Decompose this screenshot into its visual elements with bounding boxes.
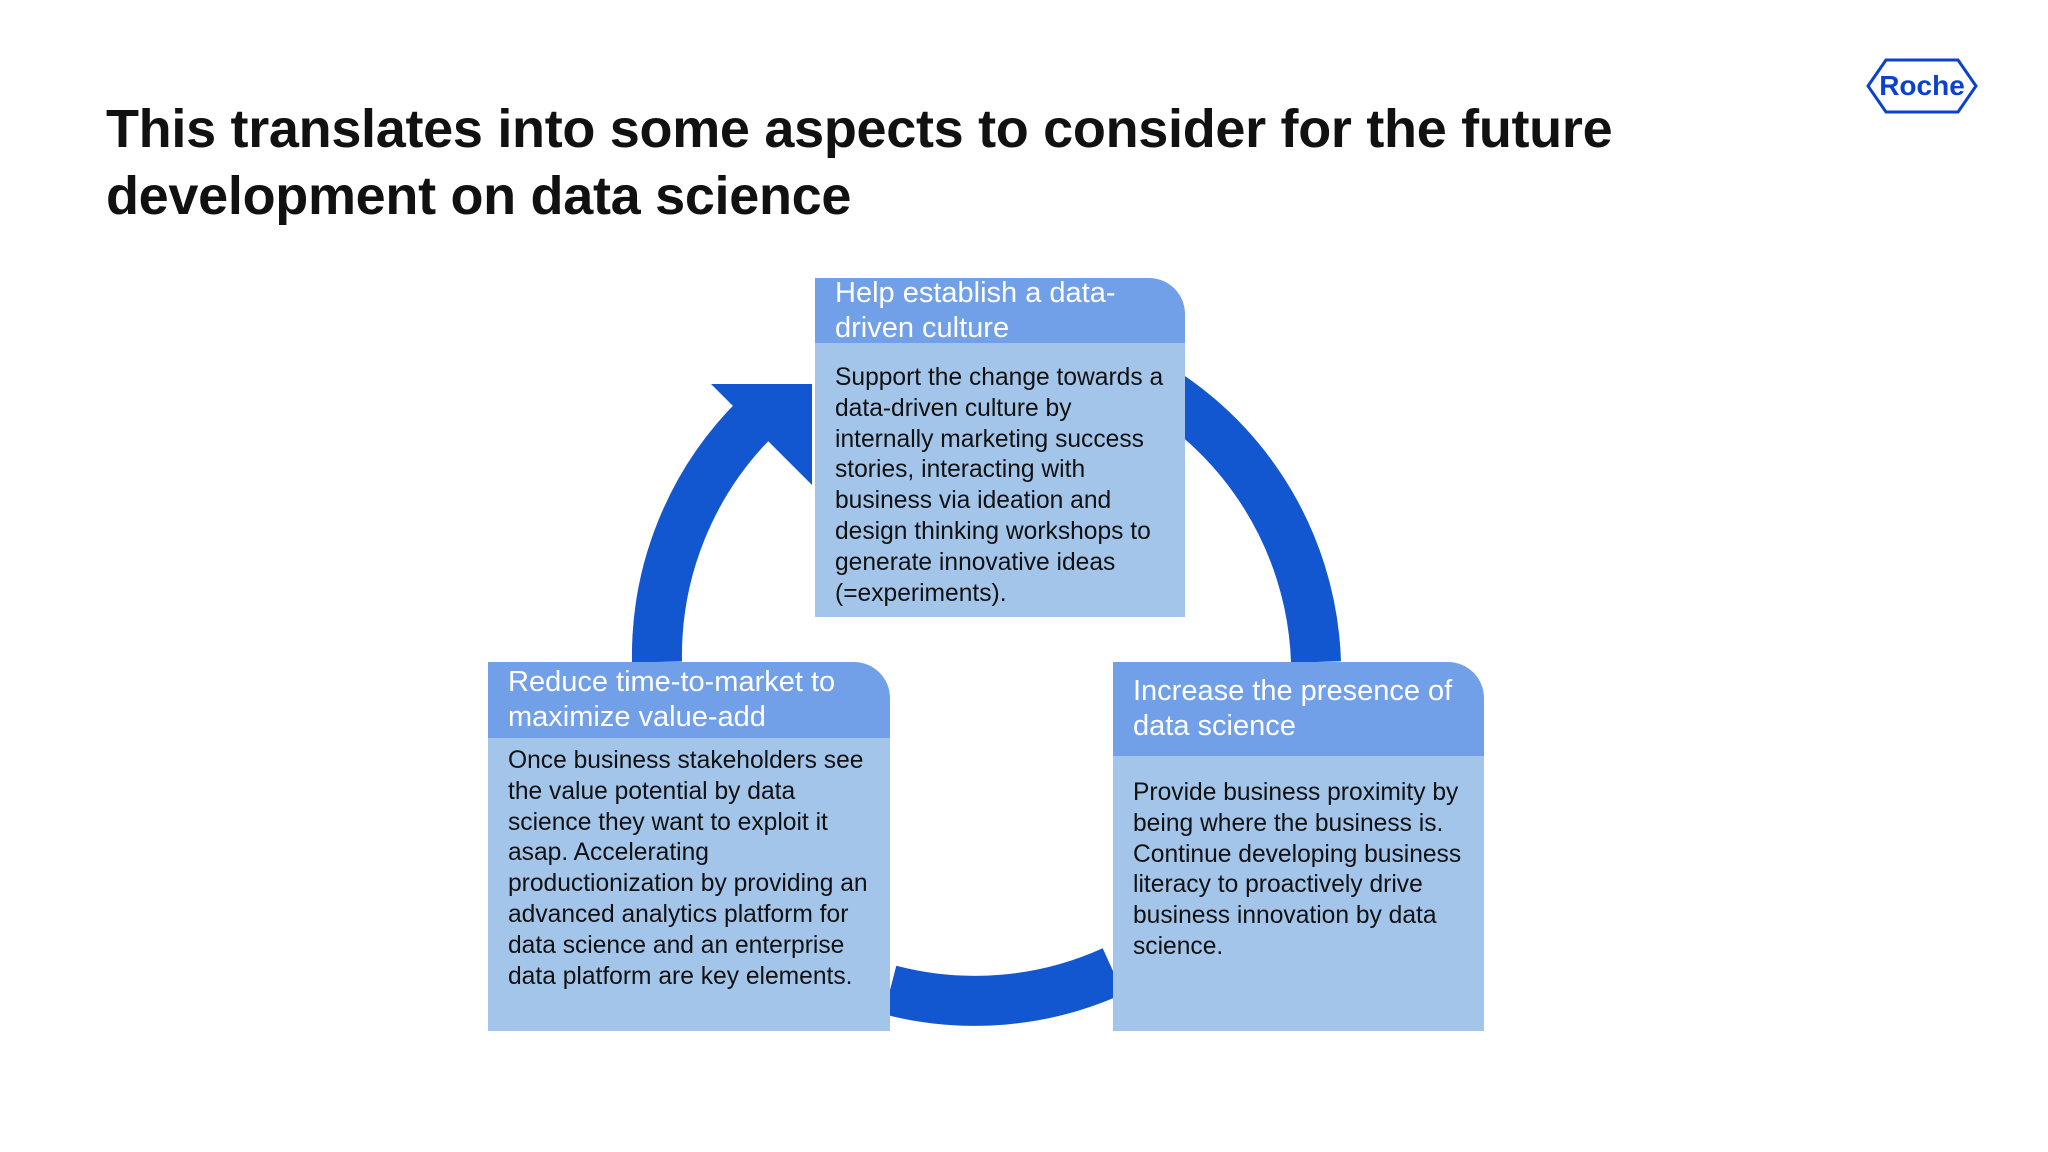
box-description: Support the change towards a data-driven… — [815, 343, 1185, 617]
box-data-driven-culture: Help establish a data-driven culture Sup… — [815, 277, 1185, 617]
roche-logo: Roche — [1866, 58, 1978, 114]
cycle-arrowhead — [711, 384, 812, 485]
cycle-arc-left — [631, 399, 775, 663]
box-description: Once business stakeholders see the value… — [488, 738, 890, 1031]
slide-title: This translates into some aspects to con… — [106, 99, 1613, 226]
box-heading: Increase the presence of data science — [1113, 662, 1484, 756]
box-description: Provide business proximity by being wher… — [1113, 756, 1484, 1031]
box-time-to-market: Reduce time-to-market to maximize value-… — [488, 662, 890, 1031]
box-heading: Help establish a data-driven culture — [815, 277, 1185, 344]
cycle-arc-bottom — [883, 948, 1124, 1026]
box-heading: Reduce time-to-market to maximize value-… — [488, 662, 890, 738]
box-presence-of-data-science: Increase the presence of data science Pr… — [1113, 662, 1484, 1031]
roche-logo-text: Roche — [1879, 70, 1965, 101]
